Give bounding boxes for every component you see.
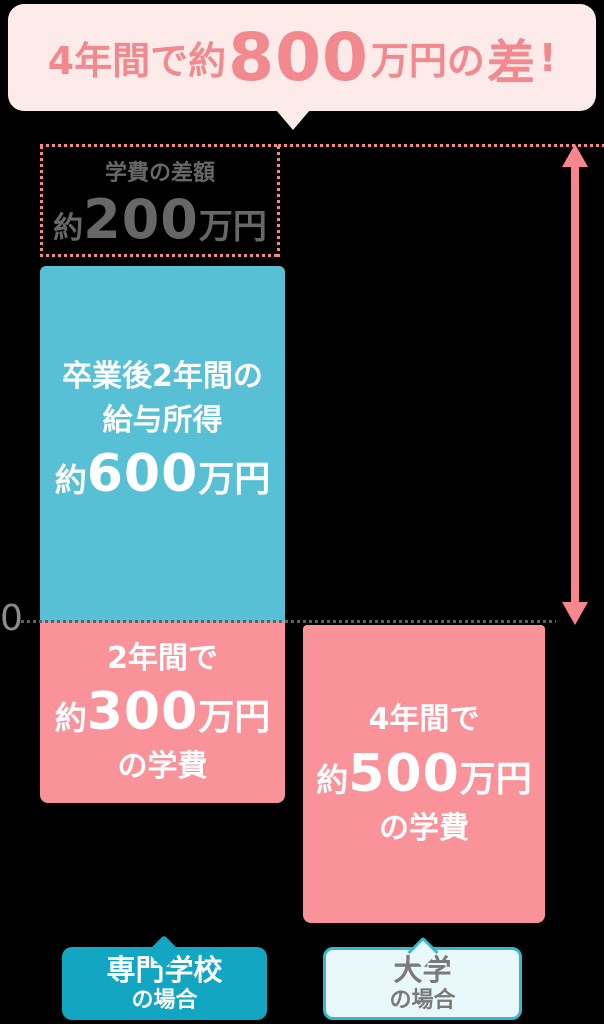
salary-bar-line1: 卒業後2年間の — [62, 359, 263, 394]
legend-vocational-suffix: の場合 — [131, 987, 198, 1013]
difference-arrow-down-icon — [562, 602, 588, 625]
university-tuition-line1: 4年間で — [368, 702, 480, 737]
banner-tail-pointer — [276, 110, 310, 130]
university-tuition-bar: 4年間で 約500万円 の学費 — [303, 625, 545, 923]
headline-exclamation: ! — [538, 35, 557, 80]
difference-arrow-up-icon — [562, 144, 588, 167]
legend-university-suffix: の場合 — [389, 987, 456, 1013]
vocational-tuition-amount: 約300万円 — [54, 682, 271, 742]
vocational-tuition-line1: 2年間で — [107, 640, 218, 676]
salary-bar-amount: 約600万円 — [54, 444, 271, 504]
vocational-tuition-line3: の学費 — [117, 749, 208, 784]
difference-label: 学費の差額 — [104, 160, 215, 186]
headline-big-number: 800 — [228, 19, 369, 96]
headline-accent: 差 — [486, 34, 535, 91]
vocational-tuition-bar: 2年間で 約300万円 の学費 — [40, 622, 285, 803]
difference-amount: 約200万円 — [53, 187, 267, 251]
salary-bar-line2: 給与所得 — [102, 402, 223, 438]
difference-arrow-shaft — [571, 160, 579, 608]
headline-mid: 万円の — [370, 39, 485, 83]
university-tuition-amount: 約500万円 — [316, 743, 532, 804]
difference-top-dashed-line — [278, 144, 604, 147]
university-tuition-line3: の学費 — [379, 810, 469, 846]
zero-axis-label: 0 — [0, 598, 23, 639]
zero-axis-dotted-line — [21, 620, 556, 623]
salary-income-bar: 卒業後2年間の 給与所得 約600万円 — [40, 266, 285, 622]
tuition-difference-callout: 学費の差額 約200万円 — [40, 144, 280, 257]
headline-prefix: 4年間で約 — [47, 39, 227, 83]
